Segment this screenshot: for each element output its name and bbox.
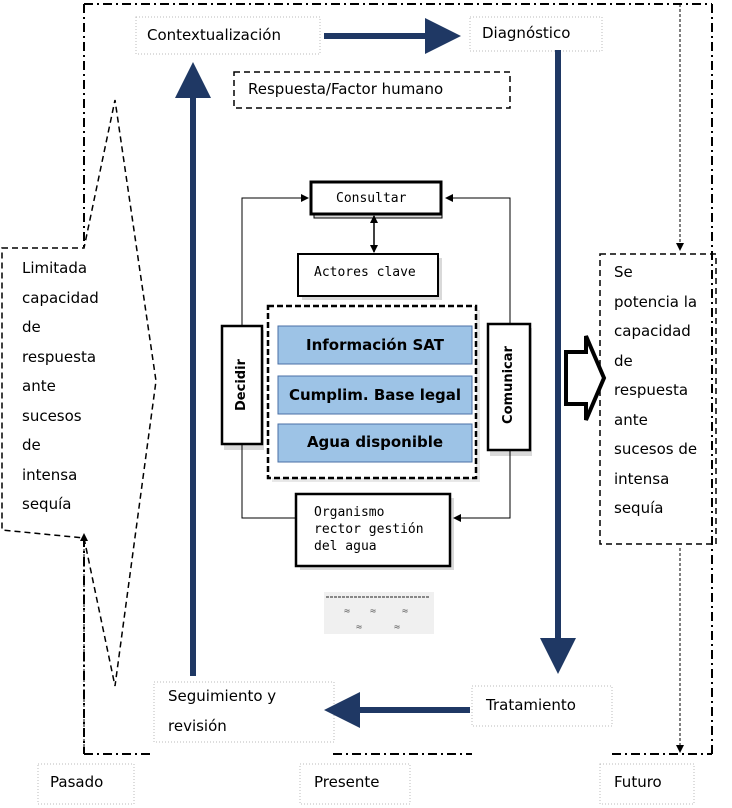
svg-text:≈: ≈ — [356, 622, 362, 633]
pasado-label: Pasado — [50, 773, 104, 791]
svg-text:≈: ≈ — [344, 606, 350, 617]
comunicar-box — [486, 322, 532, 456]
agua-disponible-label: Agua disponible — [306, 433, 444, 451]
svg-text:≈: ≈ — [402, 606, 408, 617]
right-line: sucesos de — [614, 440, 698, 458]
info-boxes — [277, 325, 473, 463]
svg-text:≈: ≈ — [394, 622, 400, 633]
right-box-frame — [599, 253, 717, 545]
connectors — [241, 194, 511, 522]
right-line: ante — [614, 410, 648, 429]
hollow-right-arrow — [564, 335, 607, 421]
organismo-box — [294, 492, 454, 570]
left-line: respuesta — [22, 347, 97, 366]
left-box-text: Limitada capacidad de respuesta ante suc… — [22, 254, 99, 520]
right-line: potencia la — [614, 292, 698, 311]
left-line: de — [22, 436, 41, 454]
decidir-box — [220, 324, 264, 450]
informacion-sat-label: Información SAT — [306, 336, 444, 354]
glyph-pattern: ≈ ≈ ≈ ≈ ≈ — [324, 592, 434, 634]
organismo-line-2: rector gestión — [314, 522, 424, 537]
diagnostico-label: Diagnóstico — [482, 24, 571, 42]
seguimiento-line-1: Seguimiento y — [168, 687, 277, 705]
left-line: sequía — [22, 495, 72, 513]
tratamiento-label: Tratamiento — [486, 696, 576, 714]
actores-box — [297, 253, 442, 300]
respuesta-box — [233, 71, 511, 109]
contextualizacion-label: Contextualización — [147, 26, 281, 44]
left-line: sucesos — [22, 406, 82, 425]
comunicar-label: Comunicar — [501, 346, 516, 424]
frame-arrows — [80, 4, 684, 753]
decidir-label: Decidir — [234, 359, 249, 411]
consultar-label: Consultar — [336, 191, 407, 206]
organismo-line-1: Organismo — [314, 505, 385, 520]
consultar-box — [309, 180, 443, 219]
right-line: Se — [614, 263, 633, 281]
right-line: intensa — [614, 469, 670, 488]
right-line: sequía — [614, 499, 664, 517]
left-line: Limitada — [22, 259, 88, 277]
right-line: de — [614, 351, 633, 370]
respuesta-label: Respuesta/Factor humano — [248, 80, 444, 98]
cycle-arrows — [175, 18, 576, 728]
left-line: intensa — [22, 465, 78, 484]
actores-label: Actores clave — [314, 265, 416, 280]
organismo-line-3: del agua — [314, 539, 377, 554]
cumplim-base-legal-label: Cumplim. Base legal — [288, 386, 462, 404]
left-chevron — [1, 99, 157, 687]
right-line: capacidad — [614, 322, 691, 340]
presente-label: Presente — [314, 773, 380, 791]
seguimiento-line-2: revisión — [168, 717, 227, 735]
futuro-label: Futuro — [614, 773, 662, 791]
left-line: capacidad — [22, 288, 99, 307]
left-line: ante — [22, 377, 56, 395]
right-box-text: Se potencia la capacidad de respuesta an… — [614, 258, 697, 524]
right-line: respuesta — [614, 381, 689, 399]
svg-text:≈: ≈ — [370, 606, 376, 617]
left-line: de — [22, 318, 41, 336]
